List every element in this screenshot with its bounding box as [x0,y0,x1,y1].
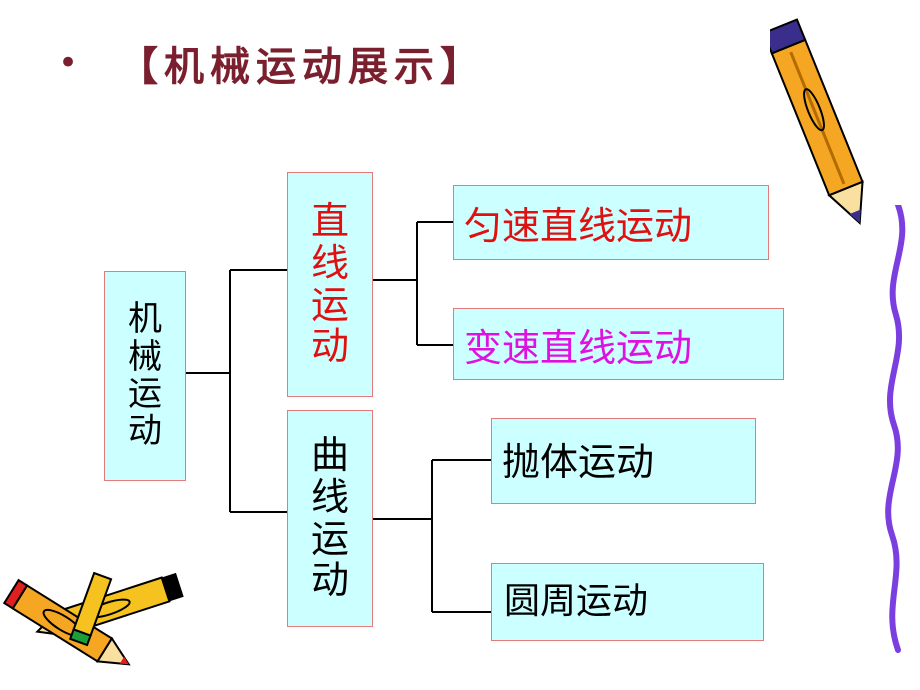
bullet-point: • [58,43,79,83]
pencil-icon-bottom-left-2 [2,571,131,666]
wavy-line-decoration [885,205,906,653]
node-label-char: 线 [310,474,349,519]
node-label-char: 械 [128,336,162,377]
node-mechanical-motion: 机 械 运 动 [104,271,186,481]
node-label: 圆周运动 [504,581,649,622]
node-label-char: 运 [310,282,349,327]
node-projectile-motion: 抛体运动 [491,418,756,504]
node-label: 匀速直线运动 [464,204,693,248]
node-label-char: 直 [310,198,349,243]
node-circular-motion: 圆周运动 [491,563,764,641]
slide-header: • 【机械运动展示】 [58,28,486,98]
pencil-icon-top-right [770,18,864,225]
node-label-char: 动 [310,324,349,369]
node-label-char: 运 [310,516,349,561]
node-label-char: 机 [128,299,162,340]
node-uniform-linear-motion: 匀速直线运动 [453,185,769,260]
node-label: 变速直线运动 [464,325,693,370]
node-label-char: 动 [310,558,349,603]
node-curvilinear-motion: 曲 线 运 动 [287,410,373,627]
node-straight-line-motion: 直 线 运 动 [287,172,373,397]
node-label-char: 线 [310,240,349,285]
node-label-char: 运 [128,374,162,414]
node-label-char: 曲 [310,432,349,477]
node-label: 抛体运动 [502,440,655,484]
slide-title: 【机械运动展示】 [118,44,487,90]
node-label-char: 动 [128,411,162,452]
node-variable-linear-motion: 变速直线运动 [453,308,784,380]
